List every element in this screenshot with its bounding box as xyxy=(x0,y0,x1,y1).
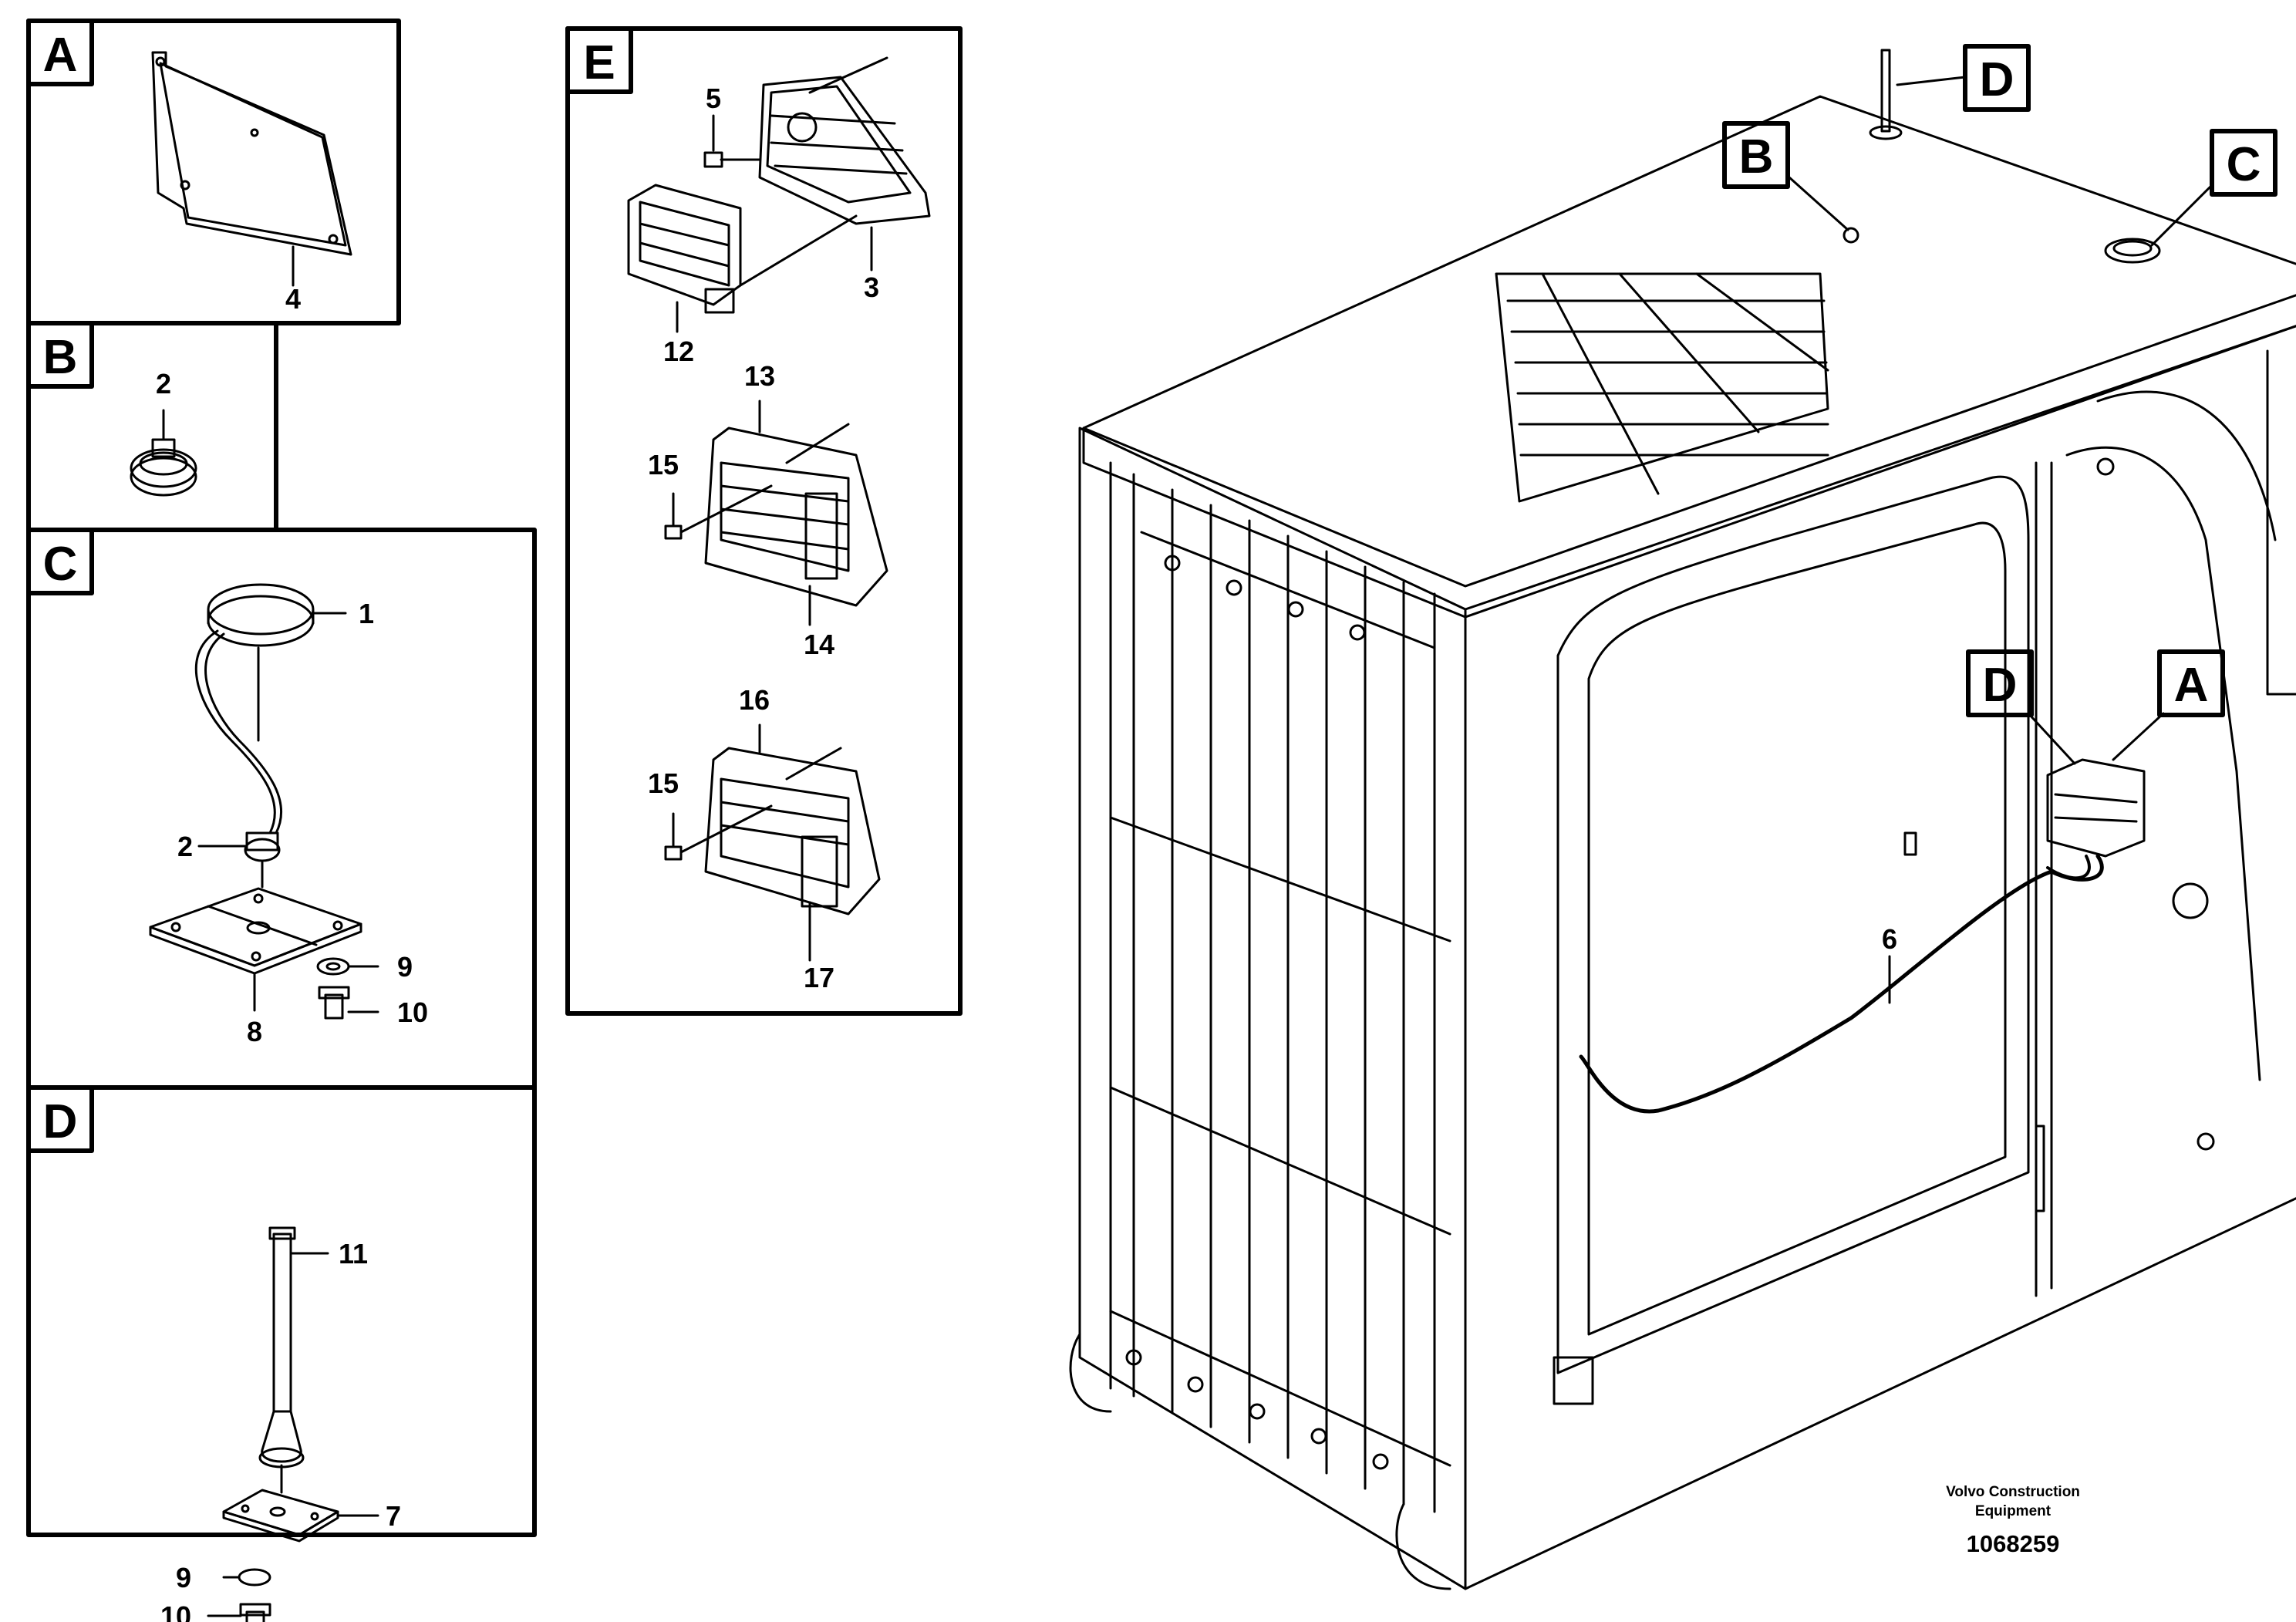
callout-e-14: 14 xyxy=(804,629,834,660)
work-light-12 xyxy=(627,184,858,333)
roof-plug-b xyxy=(1843,227,1859,244)
footer-company-line1: Volvo Construction xyxy=(1946,1484,2080,1500)
panel-e-letter: E xyxy=(583,36,615,89)
leader-b xyxy=(1788,176,1849,231)
cab-roof xyxy=(1082,95,2296,619)
rod-antenna-d xyxy=(207,1226,379,1622)
panel-b-letter-box xyxy=(26,321,94,389)
callout-e-17: 17 xyxy=(804,962,834,993)
panel-d-letter: D xyxy=(43,1095,78,1148)
mounting-plate-a xyxy=(151,51,352,287)
callout-c-1: 1 xyxy=(359,598,374,629)
callout-e-12: 12 xyxy=(663,336,694,367)
plug-b xyxy=(130,409,197,497)
tag-box-b xyxy=(1722,121,1790,189)
roof-gps-c xyxy=(2104,238,2161,264)
bolt-15-bottom xyxy=(664,804,773,861)
panel-e-frame xyxy=(565,26,963,1016)
tag-box-c xyxy=(2210,129,2277,197)
footer-drawing-number: 1068259 xyxy=(1967,1530,2060,1557)
leader-d-side xyxy=(2027,712,2076,765)
panel-e-letter-box xyxy=(565,26,633,94)
callout-d-11: 11 xyxy=(339,1238,368,1270)
cab-front-guard xyxy=(1069,427,1467,1590)
callout-c-8: 8 xyxy=(247,1016,262,1047)
tag-box-a xyxy=(2157,649,2225,717)
callout-e-16: 16 xyxy=(739,684,770,716)
panel-c-letter-box xyxy=(26,528,94,595)
cable-6 xyxy=(1579,854,2104,1114)
callout-d-10: 10 xyxy=(160,1600,191,1622)
footer-company-line2: Equipment xyxy=(1975,1503,2052,1519)
work-light-housing-3 xyxy=(758,56,931,271)
leader-c xyxy=(2150,184,2213,247)
callout-e-15-bottom: 15 xyxy=(648,767,679,799)
callout-e-15-top: 15 xyxy=(648,449,679,481)
tag-box-d-side xyxy=(1966,649,2034,717)
callout-d-9: 9 xyxy=(176,1562,191,1593)
bolt-5 xyxy=(703,114,761,168)
callout-c-2: 2 xyxy=(177,831,193,862)
work-light-16-17 xyxy=(704,723,881,962)
tag-a: A xyxy=(2174,659,2209,712)
work-light-13-14 xyxy=(704,400,888,626)
panel-a-frame xyxy=(26,19,401,325)
tag-c: C xyxy=(2227,138,2261,191)
callout-e-3: 3 xyxy=(864,271,879,303)
tag-d-side: D xyxy=(1983,659,2018,712)
bolt-15-top xyxy=(664,484,773,540)
callout-e-13: 13 xyxy=(744,360,775,392)
gps-antenna-c xyxy=(149,583,379,1020)
roof-antenna-d xyxy=(1869,49,1903,140)
leader-a xyxy=(2112,712,2165,761)
panel-d-letter-box xyxy=(26,1085,94,1153)
panel-a-letter: A xyxy=(43,29,78,82)
callout-main-6: 6 xyxy=(1882,923,1897,955)
cab-side xyxy=(1464,325,2296,1590)
callout-c-10: 10 xyxy=(397,996,428,1028)
callout-c-9: 9 xyxy=(397,951,413,983)
panel-c-letter: C xyxy=(43,538,78,591)
panel-b-letter: B xyxy=(43,331,78,384)
tag-d-top: D xyxy=(1980,53,2014,106)
callout-b-2: 2 xyxy=(156,368,171,400)
callout-e-5: 5 xyxy=(706,83,721,114)
callout-d-7: 7 xyxy=(386,1500,401,1532)
callout-a-4: 4 xyxy=(285,283,301,315)
panel-a-letter-box xyxy=(26,19,94,86)
tag-b: B xyxy=(1739,130,1774,184)
side-work-light xyxy=(2046,758,2146,858)
leader-d-top xyxy=(1896,76,1967,86)
